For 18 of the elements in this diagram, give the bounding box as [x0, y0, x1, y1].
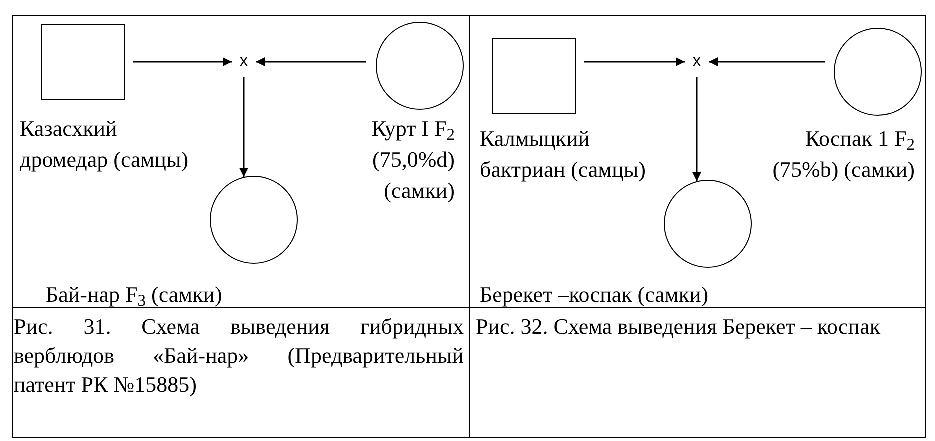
arrow: [256, 58, 366, 66]
cross-symbol: x: [689, 51, 705, 73]
arrow: [692, 77, 702, 182]
arrow: [709, 58, 826, 66]
node-caption: Коспак 1 F$_{2}$ (75%b) (самки): [772, 125, 915, 184]
node-caption: Казасхкий дромедар (самцы): [20, 115, 190, 174]
male-square: [492, 38, 576, 114]
node-caption: Калмыцкий бактриан (самцы): [480, 125, 647, 184]
node-caption: Берекет –коспак (самки): [480, 281, 710, 309]
arrow: [240, 77, 248, 178]
figure-caption: Рис. 31. Схема выведения гибридных верблюдов «Бай-нар» (Предварительный патент РК №15885): [14, 313, 464, 399]
arrow: [584, 58, 685, 66]
male-square: [41, 24, 125, 100]
figure-caption: Рис. 32. Схема выведения Берекет – коспак: [476, 313, 882, 341]
arrow: [133, 58, 232, 66]
node-caption: Бай-нар F$_{3}$ (самки): [46, 281, 224, 310]
cross-symbol: x: [236, 51, 252, 73]
node-caption: Курт I F$_{2}$ (75,0%d) (самки): [370, 115, 455, 205]
